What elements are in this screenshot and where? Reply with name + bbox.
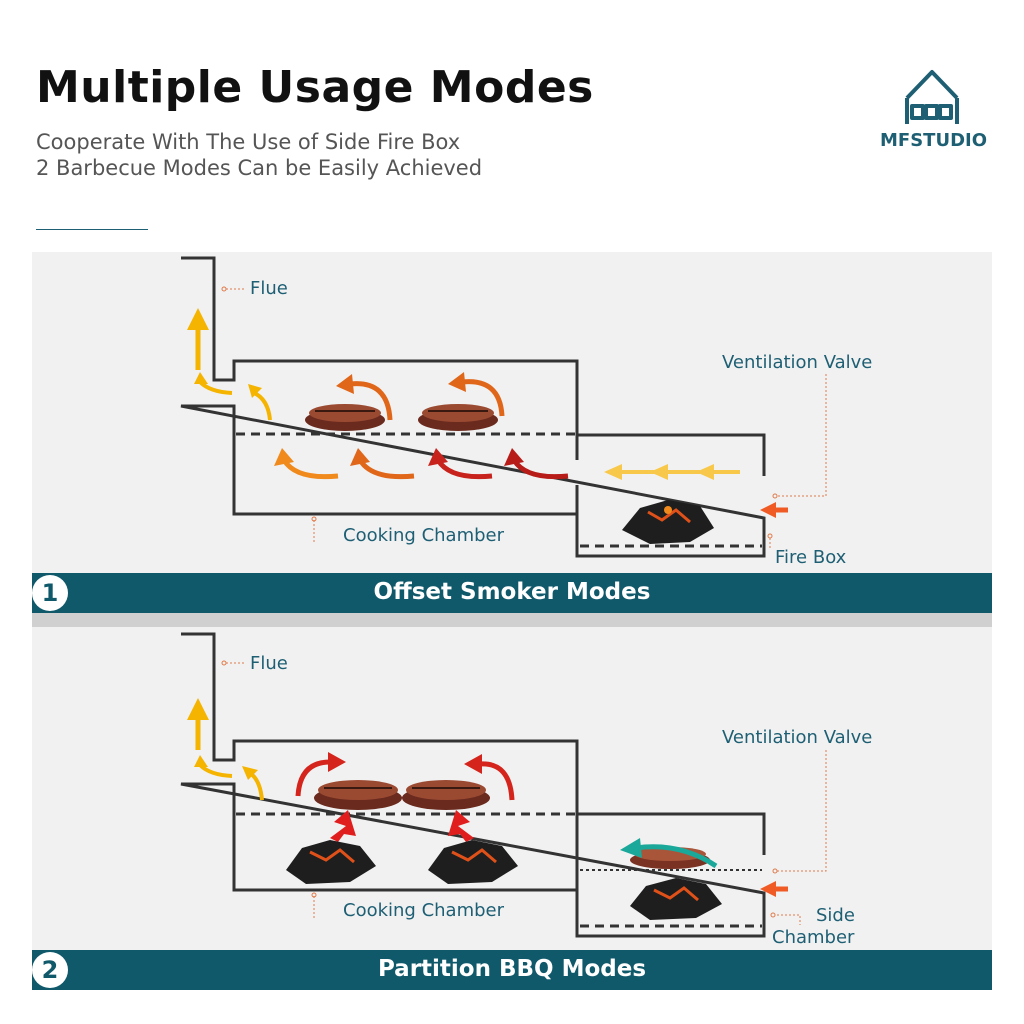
heat-arrow-up: [448, 810, 474, 842]
side-chamber-label-2: Chamber: [772, 927, 855, 948]
coal-icon: [286, 840, 376, 884]
flue-arrow-head: [187, 308, 209, 330]
flue-label: Flue: [250, 653, 288, 674]
mode-number-badge: 2: [32, 952, 68, 988]
mode-2-title: Partition BBQ Modes: [377, 956, 647, 982]
coal-icon: [622, 500, 714, 544]
coal-icon: [428, 840, 518, 884]
steak-icon: [305, 404, 385, 431]
panel-divider: [32, 613, 992, 627]
smoker-outline: [180, 632, 766, 938]
heat-arrow-low: [357, 458, 415, 480]
heat-arrow-top: [295, 759, 331, 797]
smoker-outline: [180, 256, 766, 558]
heat-arrow-top: [479, 761, 515, 801]
chamber-label: Cooking Chamber: [343, 900, 505, 921]
subtitle-line-1: Cooperate With The Use of Side Fire Box: [36, 130, 461, 154]
steak-icon: [314, 780, 402, 810]
chamber-label: Cooking Chamber: [343, 525, 505, 546]
mode-number-badge: 1: [32, 575, 68, 611]
heat-arrow-up: [330, 810, 356, 842]
chamber-arrow-yellow: [251, 390, 272, 421]
flue-arrow-head: [187, 698, 209, 720]
heat-arrow-top: [461, 379, 505, 417]
mode-2-band: 2 Partition BBQ Modes: [32, 950, 992, 990]
side-chamber-label-1: Side: [816, 905, 855, 926]
valve-label: Ventilation Valve: [722, 352, 873, 373]
steak-icon: [402, 780, 490, 810]
heat-arrow-low: [281, 458, 339, 480]
heat-arrow-low: [511, 458, 569, 480]
mode-1-band: 1 Offset Smoker Modes: [32, 573, 992, 613]
teal-arrow: [635, 844, 718, 869]
mode-2-diagram: [180, 632, 827, 938]
firebox-label: Fire Box: [775, 547, 847, 568]
mode-1-panel: [32, 252, 992, 573]
heat-arrow-low: [435, 458, 493, 480]
flue-label: Flue: [250, 278, 288, 299]
subtitle-line-2: 2 Barbecue Modes Can be Easily Achieved: [36, 156, 483, 180]
house-icon: [905, 70, 959, 124]
valve-label: Ventilation Valve: [722, 727, 873, 748]
heat-arrow-top: [349, 381, 393, 421]
steak-icon: [418, 404, 498, 431]
brand-name: MFSTUDIO: [880, 130, 988, 151]
brand-logo: [905, 70, 959, 124]
page-title: Multiple Usage Modes: [36, 62, 594, 113]
mode-1-title: Offset Smoker Modes: [373, 579, 651, 605]
title-underline: [36, 229, 148, 230]
mode-1-diagram: [180, 256, 827, 558]
coal-icon: [630, 878, 722, 920]
